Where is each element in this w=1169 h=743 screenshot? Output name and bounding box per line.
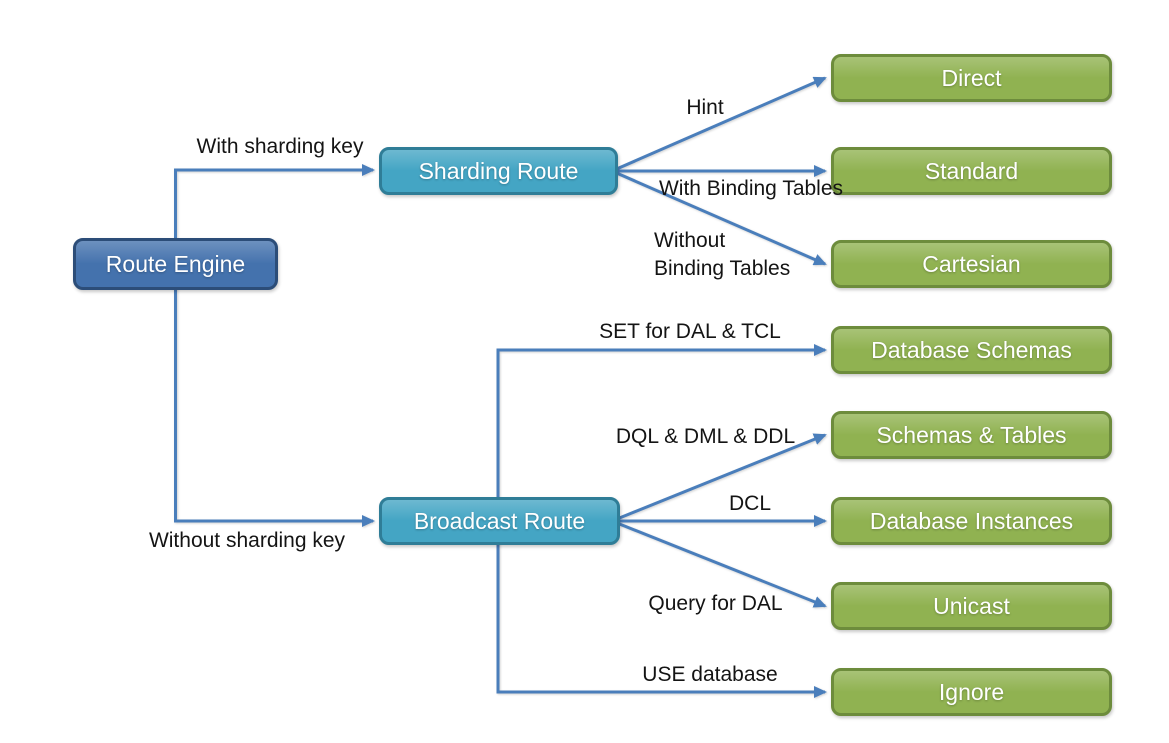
edge-label-use-database: USE database xyxy=(642,663,778,686)
edge-label-without-sharding-key: Without sharding key xyxy=(148,529,346,552)
edge-label-with-binding-tables: With Binding Tables xyxy=(658,177,844,200)
node-schemas-tables: Schemas & Tables xyxy=(831,411,1112,459)
edge-label-without-binding-tables: Without Binding Tables xyxy=(654,229,791,280)
connector-sharding-to-direct xyxy=(611,76,827,173)
edge-label-query-for-dal: Query for DAL xyxy=(648,592,783,615)
node-unicast: Unicast xyxy=(831,582,1112,630)
edge-label-dql-dml-ddl: DQL & DML & DDL xyxy=(615,425,796,448)
node-direct: Direct xyxy=(831,54,1112,102)
node-database-schemas: Database Schemas xyxy=(831,326,1112,374)
node-broadcast-route: Broadcast Route xyxy=(379,497,620,545)
node-database-instances: Database Instances xyxy=(831,497,1112,545)
connector-broadcast-to-database-schemas xyxy=(496,344,827,521)
connector-root-to-broadcast xyxy=(174,264,375,527)
connector-broadcast-to-unicast xyxy=(611,519,827,608)
node-sharding-route: Sharding Route xyxy=(379,147,618,195)
edge-label-hint: Hint xyxy=(686,96,724,119)
connector-sharding-to-cartesian xyxy=(611,169,827,266)
connector-broadcast-to-schemas-tables xyxy=(611,433,827,523)
edge-label-set-for-dal-tcl: SET for DAL & TCL xyxy=(599,320,781,343)
edge-label-with-sharding-key: With sharding key xyxy=(196,135,364,158)
node-ignore: Ignore xyxy=(831,668,1112,716)
connector-broadcast-to-ignore xyxy=(496,521,827,698)
node-standard: Standard xyxy=(831,147,1112,195)
connector-root-to-sharding xyxy=(174,164,375,264)
node-cartesian: Cartesian xyxy=(831,240,1112,288)
node-route-engine: Route Engine xyxy=(73,238,278,290)
edge-label-dcl: DCL xyxy=(728,492,771,515)
